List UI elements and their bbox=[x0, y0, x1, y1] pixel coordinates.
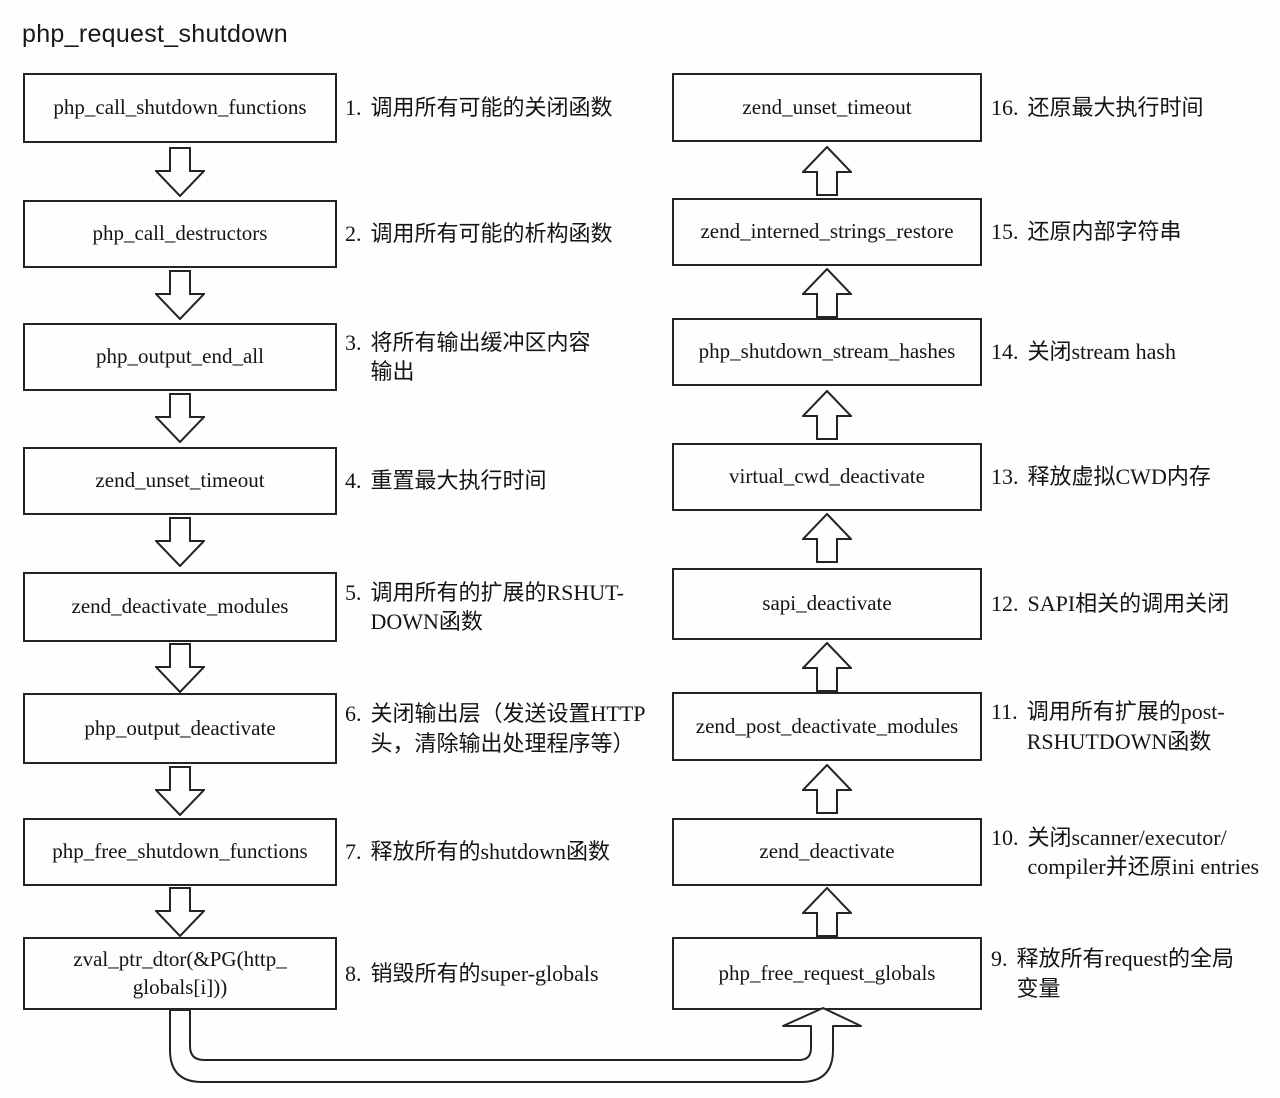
down-arrow-icon bbox=[155, 643, 205, 693]
step-number: 1. bbox=[345, 95, 362, 121]
up-arrow-icon bbox=[802, 513, 852, 563]
step-description: 重置最大执行时间 bbox=[370, 468, 547, 494]
step-description: 释放所有的shutdown函数 bbox=[370, 839, 611, 865]
box-step-5-text: zend_deactivate_modules bbox=[71, 594, 289, 619]
step-description: SAPI相关的调用关闭 bbox=[1027, 591, 1230, 617]
box-step-6: php_output_deactivate bbox=[23, 693, 337, 764]
box-step-9-text: php_free_request_globals bbox=[718, 960, 936, 985]
step-description: 关闭stream hash bbox=[1027, 339, 1176, 365]
box-step-13-text: virtual_cwd_deactivate bbox=[729, 464, 925, 489]
box-step-8-text: zval_ptr_dtor(&PG(http_ globals[i])) bbox=[73, 947, 287, 999]
step-number: 6. bbox=[345, 701, 362, 727]
step-number: 11. bbox=[991, 699, 1018, 725]
label-step-1: 1. 调用所有可能的关闭函数 bbox=[345, 73, 613, 143]
box-step-15: zend_interned_strings_restore bbox=[672, 198, 982, 266]
up-arrow-icon bbox=[802, 390, 852, 440]
box-step-11-text: zend_post_deactivate_modules bbox=[695, 713, 959, 738]
label-step-14: 14. 关闭stream hash bbox=[991, 318, 1176, 386]
label-step-13: 13. 释放虚拟CWD内存 bbox=[991, 443, 1211, 511]
box-step-3: php_output_end_all bbox=[23, 323, 337, 391]
up-arrow-icon bbox=[802, 268, 852, 318]
label-step-11: 11. 调用所有扩展的post- RSHUTDOWN函数 bbox=[991, 692, 1225, 761]
box-step-9: php_free_request_globals bbox=[672, 937, 982, 1010]
step-number: 3. bbox=[345, 329, 362, 355]
step-number: 2. bbox=[345, 221, 362, 247]
step-description: 调用所有可能的析构函数 bbox=[370, 221, 613, 247]
step-description: 释放所有request的全局 变量 bbox=[1016, 946, 1235, 1001]
step-number: 10. bbox=[991, 824, 1019, 850]
label-step-6: 6. 关闭输出层（发送设置HTTP 头，清除输出处理程序等） bbox=[345, 693, 646, 764]
step-description: 关闭scanner/executor/ compiler并还原ini entri… bbox=[1027, 824, 1260, 879]
step-description: 释放虚拟CWD内存 bbox=[1027, 464, 1211, 490]
step-number: 4. bbox=[345, 468, 362, 494]
step-number: 14. bbox=[991, 339, 1019, 365]
up-arrow-icon bbox=[802, 887, 852, 937]
box-step-2: php_call_destructors bbox=[23, 200, 337, 268]
label-step-10: 10. 关闭scanner/executor/ compiler并还原ini en… bbox=[991, 818, 1259, 886]
box-step-7-text: php_free_shutdown_functions bbox=[52, 839, 308, 864]
step-description: 将所有输出缓冲区内容 输出 bbox=[370, 329, 591, 384]
box-step-14: php_shutdown_stream_hashes bbox=[672, 318, 982, 386]
box-step-10: zend_deactivate bbox=[672, 818, 982, 886]
up-arrow-icon bbox=[802, 146, 852, 196]
up-arrow-icon bbox=[802, 764, 852, 814]
label-step-7: 7. 释放所有的shutdown函数 bbox=[345, 818, 610, 886]
box-step-12-text: sapi_deactivate bbox=[762, 591, 892, 616]
box-step-11: zend_post_deactivate_modules bbox=[672, 692, 982, 761]
box-step-15-text: zend_interned_strings_restore bbox=[700, 219, 954, 244]
step-number: 16. bbox=[991, 94, 1019, 120]
down-arrow-icon bbox=[155, 766, 205, 816]
label-step-15: 15. 还原内部字符串 bbox=[991, 198, 1182, 266]
label-step-3: 3. 将所有输出缓冲区内容 输出 bbox=[345, 323, 591, 391]
label-step-4: 4. 重置最大执行时间 bbox=[345, 447, 547, 515]
box-step-4-text: zend_unset_timeout bbox=[95, 468, 265, 493]
up-arrow-icon bbox=[802, 642, 852, 692]
box-step-2-text: php_call_destructors bbox=[92, 221, 268, 246]
step-description: 调用所有的扩展的RSHUT- DOWN函数 bbox=[370, 579, 624, 634]
box-step-8: zval_ptr_dtor(&PG(http_ globals[i])) bbox=[23, 937, 337, 1010]
step-number: 8. bbox=[345, 960, 362, 986]
label-step-12: 12. SAPI相关的调用关闭 bbox=[991, 568, 1229, 640]
step-number: 9. bbox=[991, 946, 1008, 972]
label-step-5: 5. 调用所有的扩展的RSHUT- DOWN函数 bbox=[345, 572, 624, 642]
box-step-12: sapi_deactivate bbox=[672, 568, 982, 640]
box-step-16-text: zend_unset_timeout bbox=[742, 94, 912, 119]
step-number: 13. bbox=[991, 464, 1019, 490]
step-number: 7. bbox=[345, 839, 362, 865]
box-step-1: php_call_shutdown_functions bbox=[23, 73, 337, 143]
box-step-13: virtual_cwd_deactivate bbox=[672, 443, 982, 511]
label-step-8: 8. 销毁所有的super-globals bbox=[345, 937, 599, 1010]
box-step-4: zend_unset_timeout bbox=[23, 447, 337, 515]
box-step-10-text: zend_deactivate bbox=[759, 839, 895, 864]
down-arrow-icon bbox=[155, 147, 205, 197]
step-number: 15. bbox=[991, 219, 1019, 245]
box-step-1-text: php_call_shutdown_functions bbox=[53, 95, 307, 120]
label-step-2: 2. 调用所有可能的析构函数 bbox=[345, 200, 613, 268]
box-step-14-text: php_shutdown_stream_hashes bbox=[698, 339, 956, 364]
step-description: 销毁所有的super-globals bbox=[370, 960, 599, 986]
down-arrow-icon bbox=[155, 517, 205, 567]
diagram-title: php_request_shutdown bbox=[22, 20, 288, 48]
step-number: 12. bbox=[991, 591, 1019, 617]
step-description: 调用所有可能的关闭函数 bbox=[370, 95, 613, 121]
down-arrow-icon bbox=[155, 887, 205, 937]
box-step-3-text: php_output_end_all bbox=[96, 344, 264, 369]
down-arrow-icon bbox=[155, 270, 205, 320]
label-step-9: 9. 释放所有request的全局 变量 bbox=[991, 937, 1234, 1010]
box-step-16: zend_unset_timeout bbox=[672, 73, 982, 142]
down-arrow-icon bbox=[155, 393, 205, 443]
step-number: 5. bbox=[345, 579, 362, 605]
label-step-16: 16. 还原最大执行时间 bbox=[991, 73, 1204, 142]
box-step-7: php_free_shutdown_functions bbox=[23, 818, 337, 886]
box-step-6-text: php_output_deactivate bbox=[84, 715, 276, 740]
step-description: 关闭输出层（发送设置HTTP 头，清除输出处理程序等） bbox=[370, 701, 646, 756]
step-description: 还原内部字符串 bbox=[1027, 219, 1182, 245]
step-description: 还原最大执行时间 bbox=[1027, 94, 1204, 120]
step-description: 调用所有扩展的post- RSHUTDOWN函数 bbox=[1026, 699, 1225, 754]
box-step-5: zend_deactivate_modules bbox=[23, 572, 337, 642]
